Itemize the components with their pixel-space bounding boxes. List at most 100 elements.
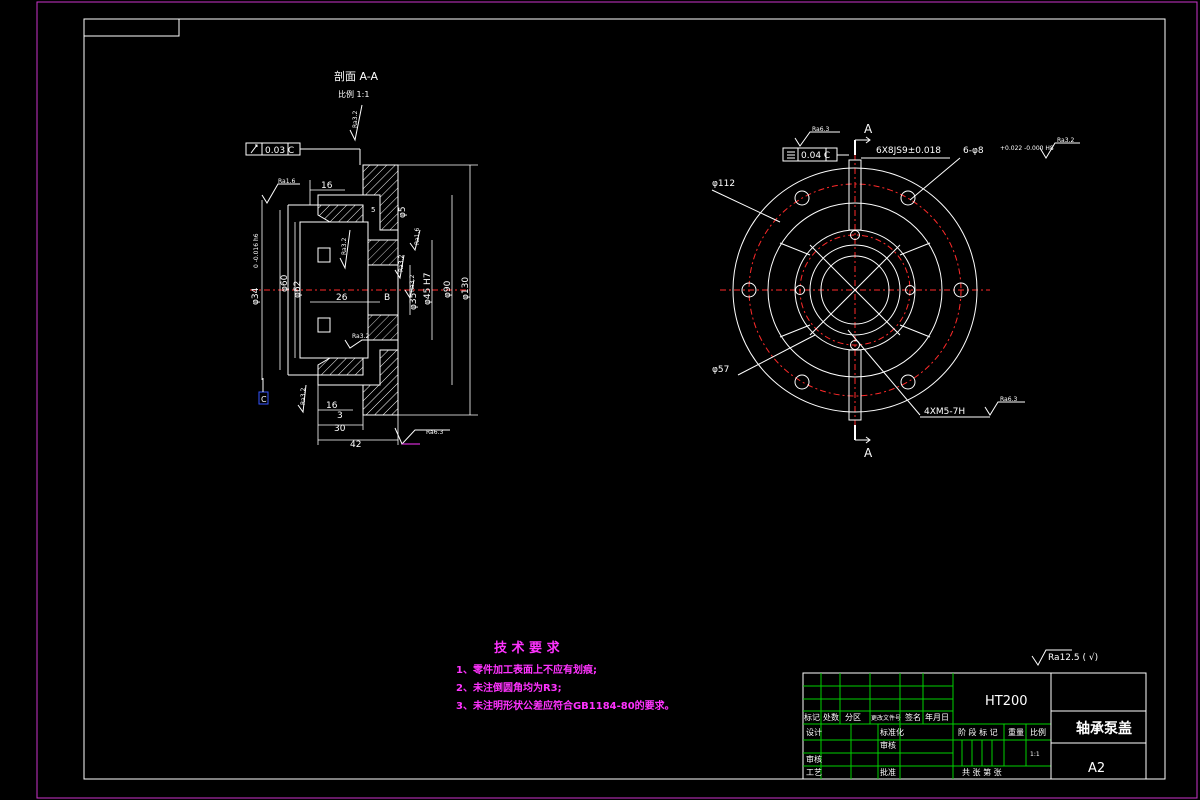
- dim-d57: φ57: [712, 365, 729, 375]
- hole: [900, 190, 916, 206]
- svg-text:A: A: [864, 446, 873, 460]
- dim-5: 5: [371, 206, 375, 214]
- sheet-border: [36, 1, 1198, 799]
- thread-leader: [847, 329, 921, 416]
- rev-h-mark: 标记: [804, 712, 820, 722]
- rev-h-count: 处数: [823, 712, 839, 722]
- leader-d112: [711, 189, 781, 223]
- tb-check: 审核: [880, 740, 896, 750]
- dim-16-bottom: 16: [326, 401, 338, 411]
- svg-text:Ra1.6: Ra1.6: [414, 228, 421, 245]
- hole: [953, 282, 969, 298]
- dim-d60: φ60: [280, 274, 290, 292]
- dim-42: 42: [350, 440, 361, 450]
- flange-section-bottom: [362, 349, 399, 416]
- boss-section-top: [317, 204, 364, 223]
- circle-90: [767, 202, 943, 378]
- dim-d90: φ90: [443, 280, 453, 298]
- svg-text:A: A: [864, 122, 873, 136]
- boss-section-bottom: [317, 357, 364, 376]
- tb-standard: 标准化: [880, 727, 904, 737]
- tol-d45: H7: [423, 273, 433, 286]
- svg-text:Ra1.6: Ra1.6: [278, 178, 295, 185]
- svg-text:Ra3.2: Ra3.2: [352, 333, 369, 340]
- circle-45: [809, 244, 901, 336]
- tb-scale-val: 1:1: [1030, 751, 1040, 758]
- dimension-lines: [261, 164, 478, 445]
- hole: [900, 374, 916, 390]
- tb-part-name: 轴承泵盖: [1076, 720, 1132, 737]
- rev-h-date: 年月日: [925, 712, 949, 722]
- svg-text:Ra3.2: Ra3.2: [300, 388, 307, 405]
- dim-d5: φ5: [398, 206, 408, 218]
- svg-text:Ra3.2: Ra3.2: [409, 275, 416, 292]
- dim-d45: φ45: [423, 288, 433, 305]
- keyway-spec: 6X8JS9±0.018: [876, 146, 941, 156]
- tb-weight: 重量: [1008, 727, 1024, 737]
- holes6-leader: [909, 157, 961, 201]
- flange-section-top: [362, 164, 399, 231]
- holes6-tol: +0.022 -0.000 H8: [1000, 145, 1054, 152]
- rev-h-zone: 分区: [845, 713, 861, 722]
- thread-hole: [795, 285, 805, 295]
- section-marker-top: A: [854, 122, 873, 155]
- bore-step: [367, 239, 399, 341]
- section-view: 剖面 A-A 比例 1:1: [245, 69, 478, 450]
- section-title: 剖面 A-A: [334, 69, 379, 83]
- section-marker-bottom: A: [854, 425, 873, 460]
- slot-top: [317, 247, 331, 263]
- rib-lines: [779, 242, 931, 338]
- svg-text:Ra3.2: Ra3.2: [341, 238, 348, 255]
- surface-other-note: Ra12.5 ( √): [1031, 649, 1098, 666]
- four-thread-holes: [795, 230, 915, 350]
- tb-review: 审核: [806, 754, 822, 764]
- hole: [741, 282, 757, 298]
- svg-text:Ra12.5 ( √): Ra12.5 ( √): [1048, 652, 1098, 663]
- tb-design: 设计: [806, 727, 822, 737]
- dim-30: 30: [334, 424, 346, 434]
- tb-drawing-no: A2: [1088, 761, 1105, 776]
- svg-text:0.04 C: 0.04 C: [801, 151, 830, 161]
- roughness-symbols: Ra3.2 Ra1.6 Ra3.2 Ra1.6 Ra3.2 Ra3.2 Ra3.…: [261, 104, 450, 445]
- drawing-number-box: [83, 18, 180, 37]
- svg-text:Ra6.3: Ra6.3: [426, 429, 443, 436]
- hole: [794, 190, 810, 206]
- datum-b: B: [384, 293, 390, 303]
- front-roughness: Ra6.3 Ra3.2 Ra6.3: [794, 126, 1080, 416]
- bore-hatch-bottom: [367, 314, 399, 341]
- leader-d57: [737, 334, 816, 376]
- flatness-frame: 0.04 C: [782, 147, 849, 162]
- rev-h-sign: 签名: [905, 712, 921, 722]
- svg-text:Ra6.3: Ra6.3: [812, 126, 829, 133]
- tech-item-1: 1、零件加工表面上不应有划痕;: [456, 663, 597, 676]
- outer-outline-top: [288, 164, 398, 206]
- slot-bottom: [317, 317, 331, 333]
- section-scale: 比例 1:1: [338, 89, 369, 99]
- tb-material: HT200: [985, 694, 1028, 709]
- tech-requirements: 技 术 要 求 1、零件加工表面上不应有划痕; 2、未注倒圆角均为R3; 3、未…: [456, 640, 675, 712]
- thread-spec: 4XM5-7H: [924, 407, 965, 417]
- thread-hole: [850, 340, 860, 350]
- dim-d112: φ112: [712, 179, 735, 189]
- dim-d62: φ62: [293, 281, 303, 298]
- tb-stage: 阶 段 标 记: [958, 727, 998, 737]
- svg-text:Ra3.2: Ra3.2: [398, 255, 405, 272]
- thread-hole: [850, 230, 860, 240]
- tb-approve: 批准: [880, 767, 896, 777]
- pcd-circle-57: [799, 234, 911, 346]
- title-block: 标记 处数 分区 更改文件号 签名 年月日 设计 标准化 审核 审核 批准 工艺…: [802, 672, 1147, 780]
- tol-d34: 0 -0.016 h6: [253, 233, 260, 268]
- dim-3: 3: [337, 411, 343, 421]
- dim-d130: φ130: [461, 277, 471, 300]
- thread-hole: [905, 285, 915, 295]
- tb-sheet: 共 张 第 张: [962, 767, 1002, 777]
- dim-d34: φ34: [251, 287, 261, 305]
- center-diag-2: [809, 244, 901, 336]
- rev-h-file: 更改文件号: [871, 714, 901, 722]
- pcd-circle-112: [748, 183, 962, 397]
- svg-text:Ra6.3: Ra6.3: [1000, 396, 1017, 403]
- outer-outline-bottom: [288, 374, 398, 416]
- svg-text:Ra3.2: Ra3.2: [352, 111, 359, 128]
- tb-scale: 比例: [1030, 727, 1046, 737]
- dim-16-top: 16: [321, 181, 333, 191]
